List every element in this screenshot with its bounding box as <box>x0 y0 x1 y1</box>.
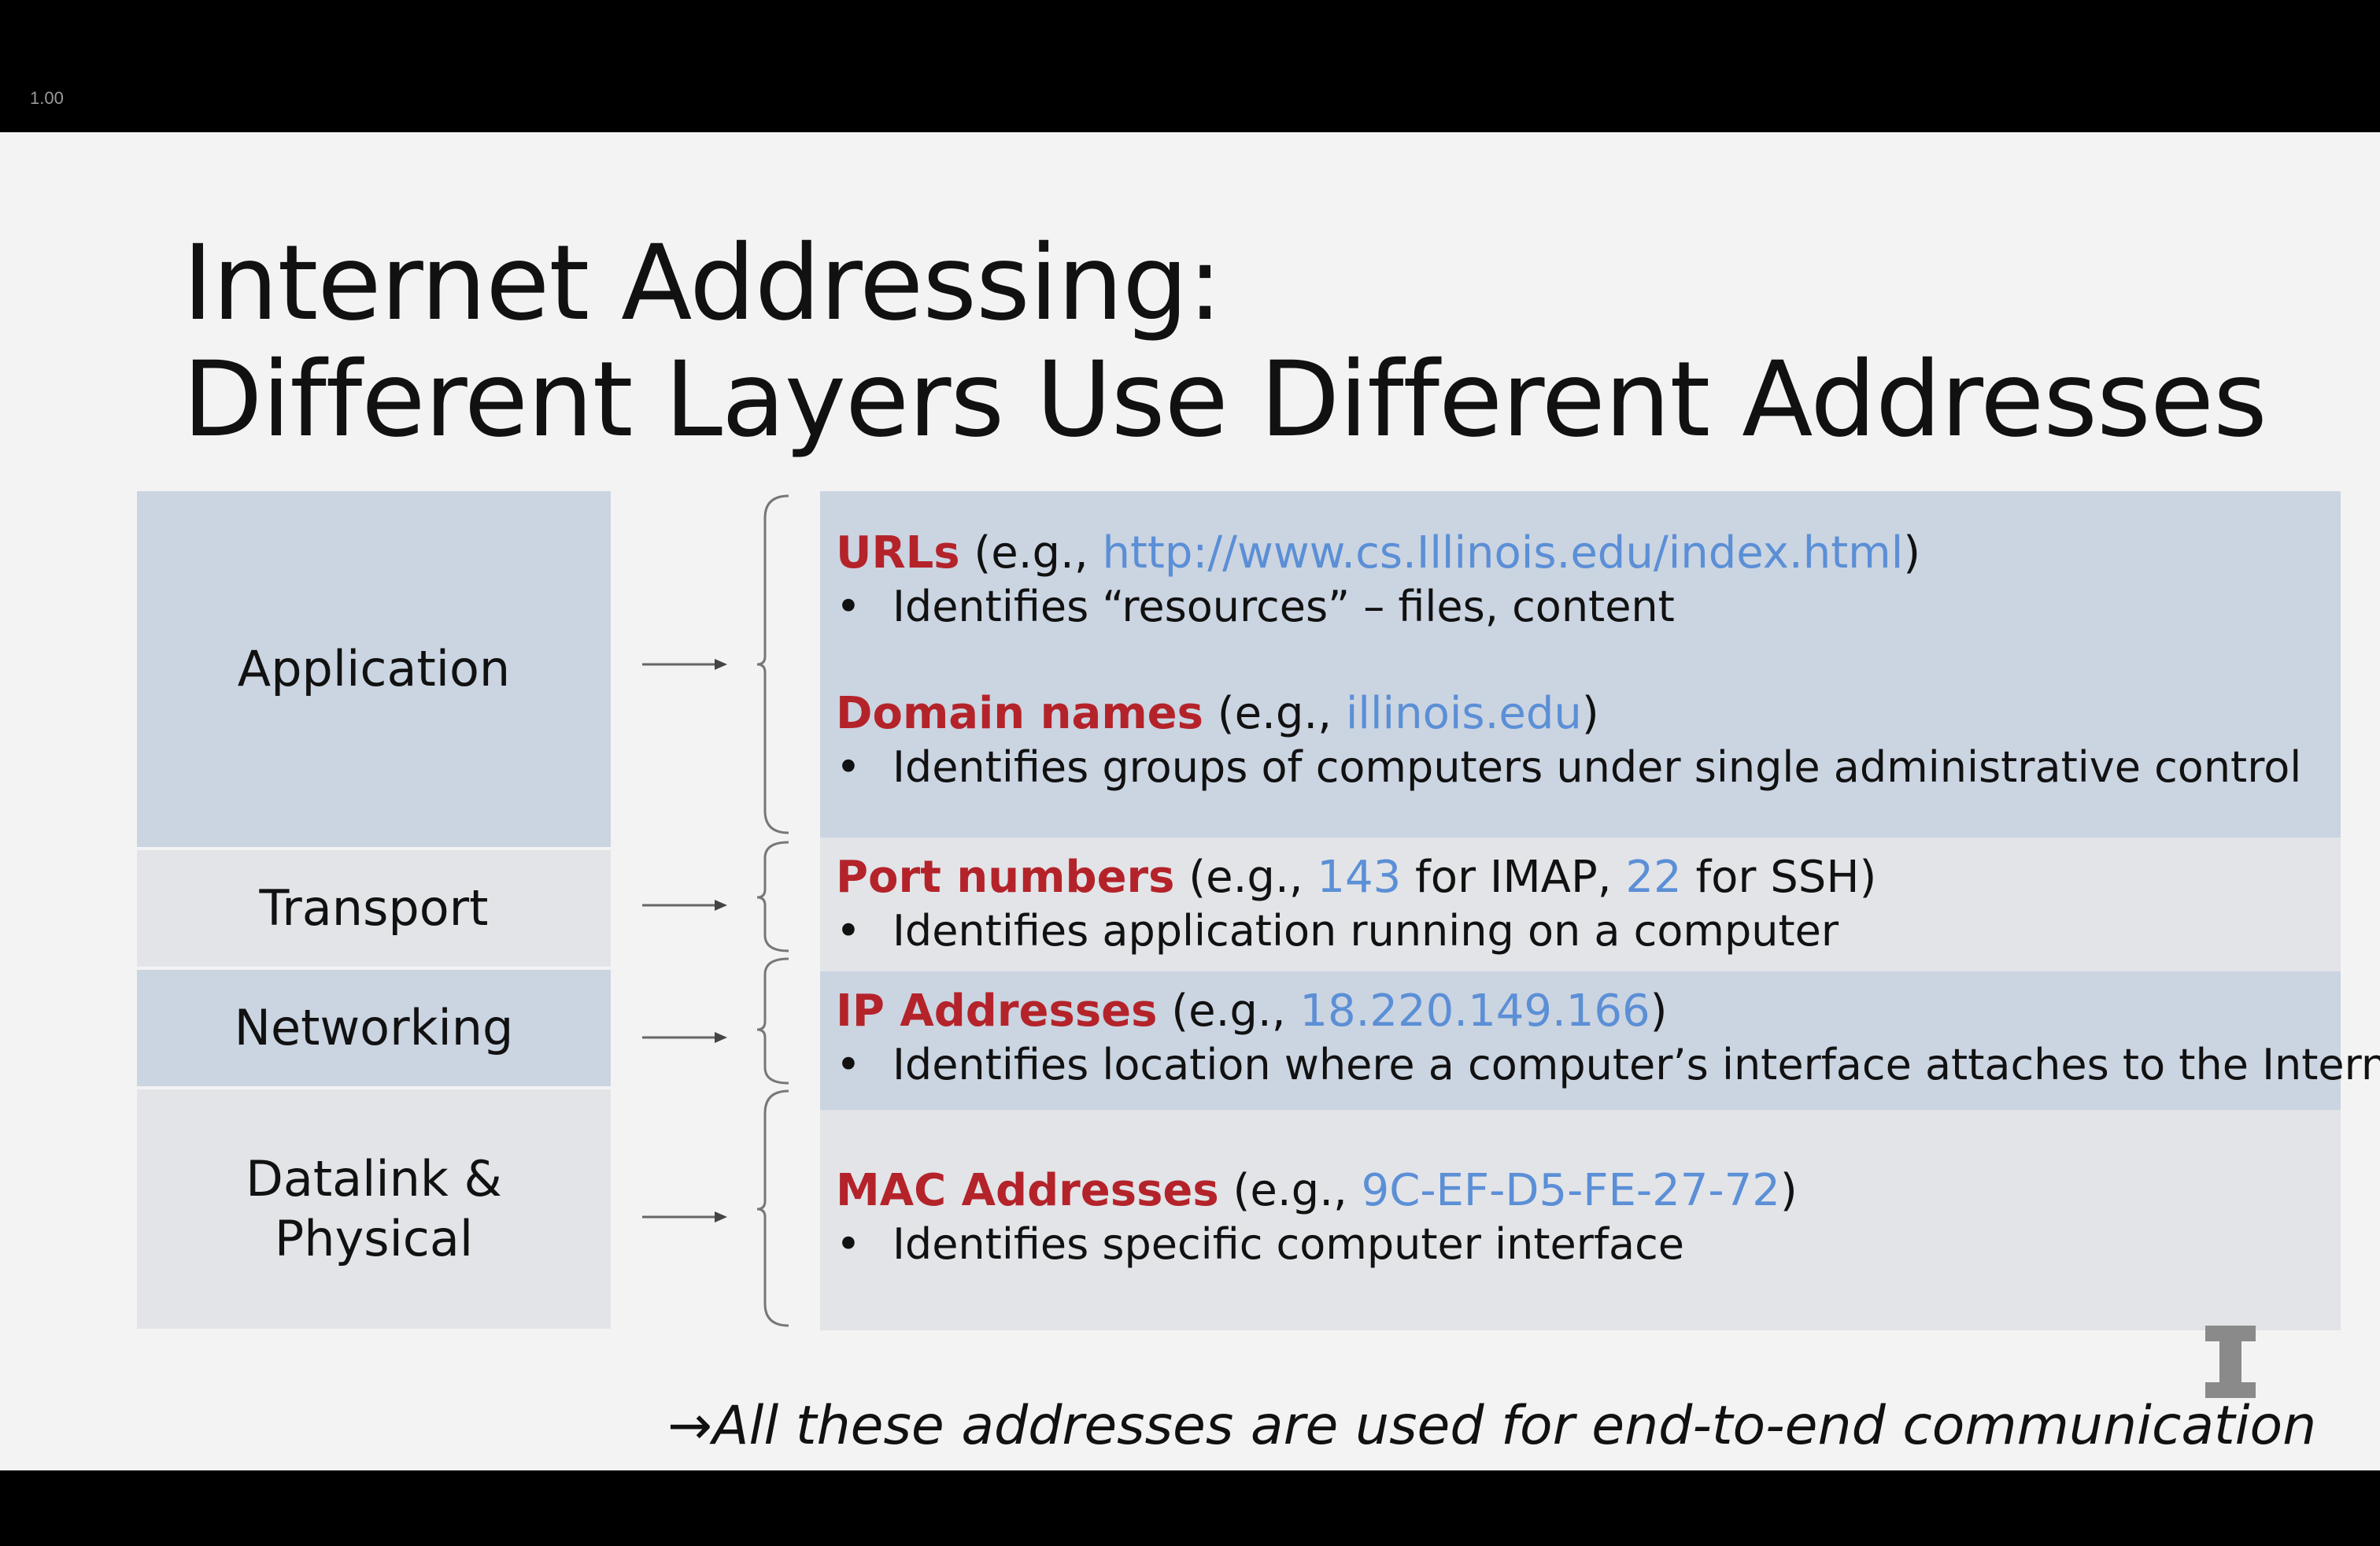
ports-suffix: for SSH) <box>1681 852 1877 903</box>
ip-example: 18.220.149.166 <box>1299 986 1650 1037</box>
brace-transport-icon <box>756 841 789 952</box>
datalink-address-block <box>820 1110 2341 1330</box>
domains-bullet-text: Identifies groups of computers under sin… <box>893 742 2302 792</box>
mac-heading: MAC Addresses (e.g., 9C-EF-D5-FE-27-72) <box>836 1165 1798 1217</box>
ports-heading: Port numbers (e.g., 143 for IMAP, 22 for… <box>836 852 1876 904</box>
layer-transport: Transport <box>137 850 611 967</box>
slide: Internet Addressing: Different Layers Us… <box>0 132 2380 1470</box>
networking-address-block <box>820 971 2341 1110</box>
bullet-icon: • <box>836 1040 861 1089</box>
layer-transport-label: Transport <box>259 879 489 937</box>
ports-mid: for IMAP, <box>1401 852 1626 903</box>
layer-networking-label: Networking <box>234 999 514 1056</box>
layer-application: Application <box>137 491 611 847</box>
ports-example-imap: 143 <box>1317 852 1402 903</box>
slide-title: Internet Addressing: Different Layers Us… <box>183 225 2267 458</box>
mac-keyword: MAC Addresses <box>836 1165 1219 1216</box>
layer-datalink-label-line-1: Datalink & <box>246 1150 502 1208</box>
ip-heading: IP Addresses (e.g., 18.220.149.166) <box>836 986 1668 1037</box>
mac-bullet-text: Identifies specific computer interface <box>893 1219 1684 1269</box>
mac-prefix: (e.g., <box>1218 1165 1362 1216</box>
urls-prefix: (e.g., <box>959 527 1103 579</box>
ip-bullet-text: Identifies location where a computer’s i… <box>893 1040 2380 1089</box>
ip-bullet: • Identifies location where a computer’s … <box>836 1039 2380 1091</box>
mac-example: 9C-EF-D5-FE-27-72 <box>1361 1165 1780 1216</box>
brace-networking-icon <box>756 957 789 1085</box>
domains-example-link[interactable]: illinois.edu <box>1345 688 1582 739</box>
urls-heading: URLs (e.g., http://www.cs.Illinois.edu/i… <box>836 527 1920 579</box>
bullet-icon: • <box>836 582 861 631</box>
ports-keyword: Port numbers <box>836 852 1175 903</box>
footer-text: All these addresses are used for end-to-… <box>711 1395 2317 1457</box>
layer-application-label: Application <box>237 640 511 697</box>
arrow-transport-icon <box>642 900 727 911</box>
urls-keyword: URLs <box>836 527 960 579</box>
domains-heading: Domain names (e.g., illinois.edu) <box>836 688 1599 740</box>
domains-suffix: ) <box>1581 688 1599 739</box>
urls-example-link[interactable]: http://www.cs.Illinois.edu/index.html <box>1102 527 1904 579</box>
mac-suffix: ) <box>1779 1165 1798 1216</box>
ip-keyword: IP Addresses <box>836 986 1158 1037</box>
domains-keyword: Domain names <box>836 688 1203 739</box>
playback-speed[interactable]: 1.00 <box>30 88 64 108</box>
transport-address-block <box>820 838 2341 971</box>
brace-icons <box>756 494 789 1327</box>
ports-bullet: • Identifies application running on a com… <box>836 905 1839 957</box>
ip-prefix: (e.g., <box>1157 986 1300 1037</box>
title-line-1: Internet Addressing: <box>183 223 1222 344</box>
brace-datalink-icon <box>756 1089 789 1327</box>
urls-suffix: ) <box>1903 527 1921 579</box>
domains-prefix: (e.g., <box>1203 688 1346 739</box>
arrow-networking-icon <box>642 1032 727 1043</box>
layer-datalink-physical: Datalink & Physical <box>137 1089 611 1329</box>
urls-bullet: • Identifies “resources” – files, content <box>836 581 1675 633</box>
title-line-2: Different Layers Use Different Addresses <box>183 339 2267 460</box>
illinois-block-i-logo-icon <box>2205 1326 2256 1398</box>
bullet-icon: • <box>836 906 861 956</box>
urls-bullet-text: Identifies “resources” – files, content <box>893 582 1675 631</box>
layer-datalink-label-line-2: Physical <box>274 1210 474 1267</box>
arrow-right-icon: → <box>667 1395 712 1457</box>
domains-bullet: • Identifies groups of computers under si… <box>836 742 2301 793</box>
application-address-block <box>820 491 2341 838</box>
brace-application-icon <box>756 494 789 834</box>
ports-bullet-text: Identifies application running on a comp… <box>893 906 1839 956</box>
ports-example-ssh: 22 <box>1625 852 1682 903</box>
bullet-icon: • <box>836 742 861 792</box>
ports-prefix: (e.g., <box>1174 852 1318 903</box>
ip-suffix: ) <box>1650 986 1668 1037</box>
bullet-icon: • <box>836 1219 861 1269</box>
footer-note: →All these addresses are used for end-to… <box>667 1395 2316 1457</box>
mac-bullet: • Identifies specific computer interface <box>836 1219 1684 1270</box>
arrow-application-icon <box>642 659 727 670</box>
arrow-datalink-icon <box>642 1211 727 1222</box>
layer-networking: Networking <box>137 970 611 1086</box>
